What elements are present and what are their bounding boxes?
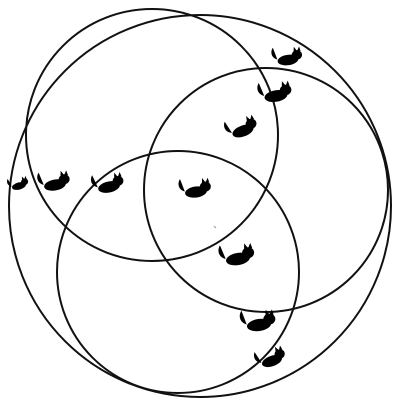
cat-icon — [222, 111, 261, 145]
cat-icon — [36, 167, 72, 196]
stray-mark — [213, 225, 217, 229]
outer-circle — [8, 14, 392, 398]
cat-icon — [270, 43, 304, 70]
cat-icon — [217, 239, 257, 271]
bottom-left-circle — [56, 150, 300, 394]
top-left-circle — [25, 8, 279, 262]
cat-icon — [256, 77, 294, 108]
cat-icon — [252, 342, 289, 374]
cat-icon — [177, 174, 213, 203]
